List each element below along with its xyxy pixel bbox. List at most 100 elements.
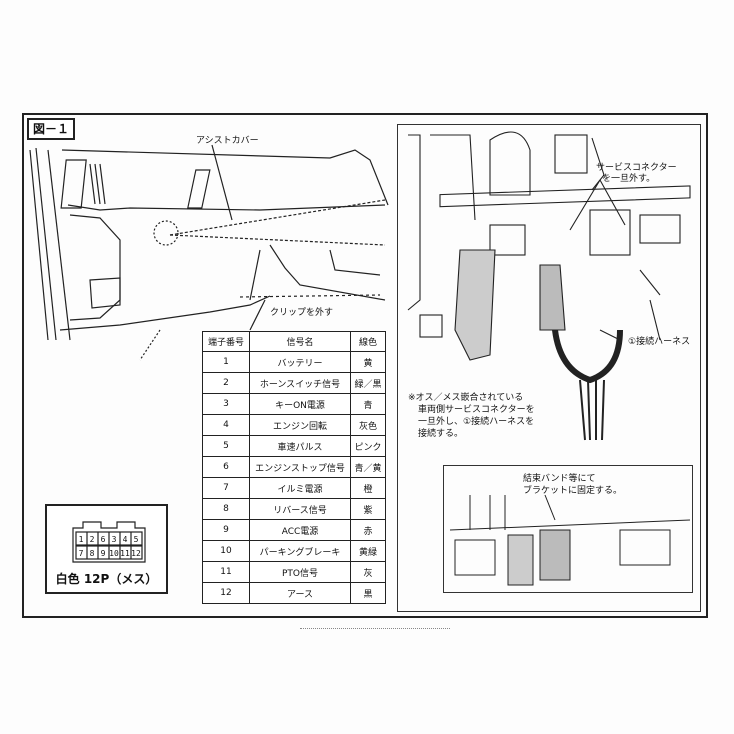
wire-color: 灰色 <box>350 414 386 436</box>
header-pin: 端子番号 <box>202 331 250 352</box>
header-signal: 信号名 <box>249 331 351 352</box>
vent-right <box>187 169 211 209</box>
callout-line: ブラケットに固定する。 <box>523 486 623 496</box>
service-connector <box>589 209 631 256</box>
wire-color: 灰 <box>350 561 386 583</box>
inset-leader <box>544 494 556 521</box>
signal-name: ACC電源 <box>249 519 351 541</box>
scan-footer-mark <box>300 628 450 631</box>
service-connector-leader <box>569 179 626 231</box>
wire-color: 青 <box>350 393 386 415</box>
pin-label: 2 <box>90 535 95 544</box>
pin-label: 7 <box>79 549 84 558</box>
figure-frame <box>22 113 708 618</box>
inset-callout: 結束バンド等にて ブラケットに固定する。 <box>523 473 622 497</box>
pin-number: 3 <box>202 393 250 415</box>
pin-number: 4 <box>202 414 250 436</box>
note-line: 接続する。 <box>418 429 464 439</box>
pin-label: 11 <box>120 549 130 558</box>
pin-number: 7 <box>202 477 250 499</box>
vent-left <box>60 159 87 209</box>
signal-name: イルミ電源 <box>249 477 351 499</box>
pin-label: 1 <box>79 535 84 544</box>
connector-diagram: 1 2 3 4 5 6 7 8 9 10 11 12 白色 12P（メス） <box>45 504 168 594</box>
pin-number: 2 <box>202 372 250 394</box>
callout-line: 結束バンド等にて <box>523 474 596 484</box>
harness-leader <box>599 329 621 341</box>
callout-line: サービスコネクター <box>596 163 677 173</box>
wire-color: 青／黄 <box>350 456 386 478</box>
clip-circle <box>153 220 179 246</box>
wire-color: 黄 <box>350 351 386 373</box>
pin-number: 5 <box>202 435 250 457</box>
assist-cover-callout: アシストカバー <box>196 136 259 146</box>
signal-name: パーキングブレーキ <box>249 540 351 562</box>
pin-number: 11 <box>202 561 250 583</box>
signal-name: アース <box>249 582 351 604</box>
clip-leader <box>249 299 266 331</box>
connector-caption: 白色 12P（メス） <box>55 572 158 586</box>
note-line: 車両側サービスコネクターを <box>418 405 535 415</box>
install-note: ※オス／メス嵌合されている 車両側サービスコネクターを 一旦外し、①接続ハーネス… <box>408 392 535 440</box>
pin-number: 10 <box>202 540 250 562</box>
pin-label: 8 <box>90 549 95 558</box>
pin-number: 6 <box>202 456 250 478</box>
bracket-inset <box>443 465 693 593</box>
signal-name: バッテリー <box>249 351 351 373</box>
signal-name: ホーンスイッチ信号 <box>249 372 351 394</box>
header-color: 線色 <box>350 331 386 352</box>
signal-name: 車速パルス <box>249 435 351 457</box>
signal-name: キーON電源 <box>249 393 351 415</box>
wire-color: ピンク <box>350 435 386 457</box>
note-line: ※オス／メス嵌合されている <box>408 393 524 403</box>
wire-color: 緑／黒 <box>350 372 386 394</box>
service-connector-callout: サービスコネクター を一旦外す。 <box>596 163 677 185</box>
pin-label: 4 <box>123 535 128 544</box>
pin-label: 3 <box>112 535 117 544</box>
pin-label: 10 <box>109 549 119 558</box>
clip-callout: クリップを外す <box>270 308 334 318</box>
signal-name: エンジンストップ信号 <box>249 456 351 478</box>
signal-name: リバース信号 <box>249 498 351 520</box>
inset-illustration <box>449 494 691 586</box>
pin-label: 5 <box>134 535 139 544</box>
wire-color: 黒 <box>350 582 386 604</box>
pin-number: 12 <box>202 582 250 604</box>
pin-label: 6 <box>101 535 106 544</box>
pin-number: 1 <box>202 351 250 373</box>
note-line: 一旦外し、①接続ハーネスを <box>418 417 535 427</box>
table-header-row: 端子番号 信号名 線色 <box>202 331 386 352</box>
wire-color: 紫 <box>350 498 386 520</box>
wire-color: 黄緑 <box>350 540 386 562</box>
wire-color: 橙 <box>350 477 386 499</box>
connector-face-icon: 1 2 3 4 5 6 7 8 9 10 11 12 <box>72 521 146 563</box>
harness-illustration <box>407 131 691 441</box>
pin-number: 9 <box>202 519 250 541</box>
figure-label: 図－１ <box>27 118 76 140</box>
pin-number: 8 <box>202 498 250 520</box>
signal-name: エンジン回転 <box>249 414 351 436</box>
pillar-line <box>29 149 49 341</box>
pin-label: 9 <box>101 549 106 558</box>
harness-panel <box>397 124 701 612</box>
callout-line: を一旦外す。 <box>602 174 656 184</box>
wire-color: 赤 <box>350 519 386 541</box>
harness-callout: ①接続ハーネス <box>628 337 691 347</box>
pin-label: 12 <box>131 549 141 558</box>
signal-name: PTO信号 <box>249 561 351 583</box>
